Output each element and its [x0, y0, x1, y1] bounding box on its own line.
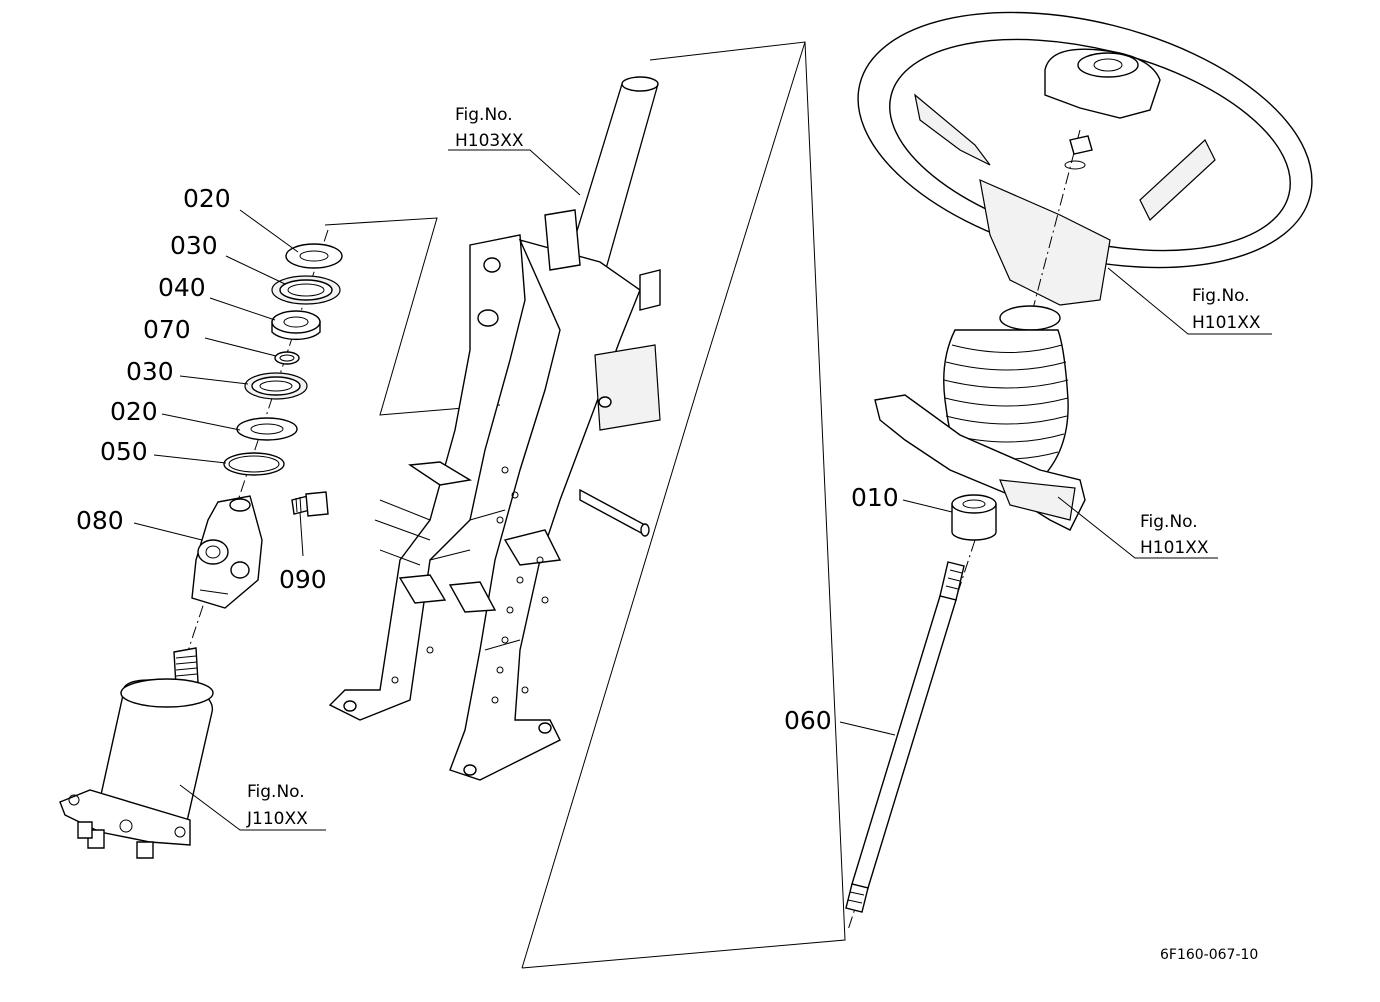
label-070: 070 [143, 315, 191, 344]
steering-shaft-060 [845, 539, 976, 931]
fig-ref-h101-wheel-title: Fig.No. [1192, 286, 1250, 306]
washer-020-top [285, 243, 343, 269]
column-frame-outline [521, 41, 846, 969]
drawing-code: 6F160-067-10 [1160, 947, 1258, 963]
fig-ref-h101-wheel-code: H101XX [1192, 313, 1261, 333]
fig-ref-h101-wheel[interactable]: Fig.No. H101XX [1192, 286, 1261, 333]
washer-020-bottom [236, 417, 298, 441]
universal-joint-080 [191, 495, 263, 609]
bolt-090 [291, 491, 329, 517]
label-090: 090 [279, 565, 327, 594]
ring-050 [223, 452, 285, 476]
fig-ref-h103[interactable]: Fig.No. H103XX [455, 105, 524, 151]
fig-ref-h101-panel-title: Fig.No. [1140, 512, 1198, 532]
fig-ref-j110-title: Fig.No. [247, 782, 305, 802]
label-080: 080 [76, 506, 124, 535]
leader-lines [133, 149, 1272, 831]
fig-ref-j110[interactable]: Fig.No. J110XX [246, 782, 308, 829]
label-050: 050 [100, 437, 148, 466]
fig-ref-h101-panel-code: H101XX [1140, 538, 1209, 558]
fig-ref-h103-title: Fig.No. [455, 105, 513, 125]
label-020-bottom: 020 [110, 397, 158, 426]
bearing-seal-030-top [271, 275, 341, 305]
label-040: 040 [158, 273, 206, 302]
column-boot-and-panel [874, 305, 1086, 531]
label-060: 060 [784, 706, 832, 735]
bearing-seal-030-bottom [244, 372, 308, 400]
label-010: 010 [851, 483, 899, 512]
label-030-top: 030 [170, 231, 218, 260]
label-020-top: 020 [183, 184, 231, 213]
bushing-010 [951, 494, 997, 541]
bearing-040 [271, 310, 321, 341]
fig-ref-h103-code: H103XX [455, 131, 524, 151]
column-support-bracket [328, 209, 661, 781]
power-steering-unit [59, 647, 214, 859]
bearing-group-outline [324, 217, 501, 416]
label-030-bottom: 030 [126, 357, 174, 386]
fig-ref-h101-panel[interactable]: Fig.No. H101XX [1140, 512, 1209, 558]
snap-ring-070 [274, 351, 300, 365]
steering-wheel [857, 11, 1313, 321]
fig-ref-j110-code: J110XX [246, 809, 308, 829]
